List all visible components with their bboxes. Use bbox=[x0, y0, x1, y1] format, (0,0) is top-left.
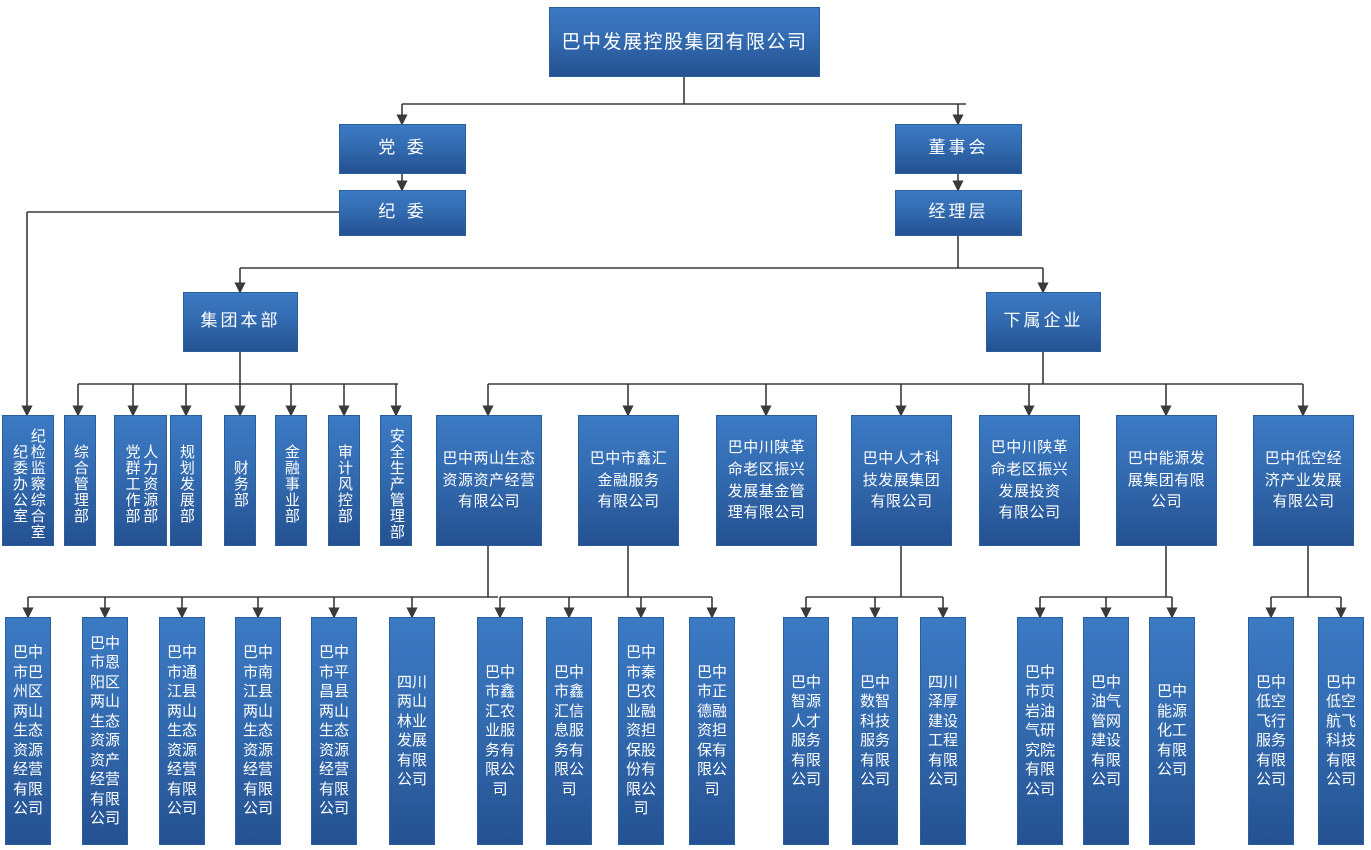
company-bazhou-liangshan-label: 巴中 市巴 州区 两山 生态 资源 经营 有限 公司 bbox=[12, 643, 43, 818]
department-audit-risk-control[interactable]: 审计风控部 bbox=[328, 415, 360, 546]
department-audit-risk-control-label: 审计风控部 bbox=[335, 443, 354, 524]
node-discipline-committee[interactable]: 纪 委 bbox=[339, 190, 466, 236]
subsidiary-liangshan-ecology-label: 巴中两山生态 资源资产经营 有限公司 bbox=[442, 448, 536, 511]
subsidiary-revolutionary-base-investment[interactable]: 巴中川陕革 命老区振兴 发展投资 有限公司 bbox=[979, 415, 1080, 546]
company-shale-oil-gas-institute-label: 巴中 市页 岩油 气研 究院 有限 公司 bbox=[1024, 662, 1055, 798]
company-bazhou-liangshan[interactable]: 巴中 市巴 州区 两山 生态 资源 经营 有限 公司 bbox=[5, 617, 51, 845]
company-low-altitude-flight-service[interactable]: 巴中 低空 飞行 服务 有限 公司 bbox=[1248, 617, 1294, 845]
company-qinba-agriculture-guarantee[interactable]: 巴中 市秦 巴农 业融 资担 保股 份有 限公 司 bbox=[618, 617, 664, 845]
company-shuzhi-technology[interactable]: 巴中 数智 科技 服务 有限 公司 bbox=[852, 617, 898, 845]
subsidiary-revolutionary-base-fund-label: 巴中川陕革 命老区振兴 发展基金管 理有限公司 bbox=[727, 438, 806, 522]
company-xinhui-information-label: 巴中 市鑫 汇信 息服 务有 限公 司 bbox=[553, 662, 584, 798]
company-oil-gas-pipeline-label: 巴中 油气 管网 建设 有限 公司 bbox=[1090, 672, 1121, 789]
company-nanjiang-liangshan[interactable]: 巴中 市南 江县 两山 生态 资源 经营 有限 公司 bbox=[235, 617, 281, 845]
company-sichuan-liangshan-forestry[interactable]: 四川 两山 林业 发展 有限 公司 bbox=[389, 617, 435, 845]
department-hr-and-party-affairs[interactable]: 人力资源部 党群工作部 bbox=[114, 415, 167, 546]
company-zehou-construction[interactable]: 四川 泽厚 建设 工程 有限 公司 bbox=[920, 617, 966, 845]
company-zhengde-guarantee[interactable]: 巴中 市正 德融 资担 保有 限公 司 bbox=[689, 617, 735, 845]
node-root-group-label: 巴中发展控股集团有限公司 bbox=[561, 30, 808, 53]
company-zhiyuan-talent-label: 巴中 智源 人才 服务 有限 公司 bbox=[790, 672, 821, 789]
company-low-altitude-flight-service-label: 巴中 低空 飞行 服务 有限 公司 bbox=[1255, 672, 1286, 789]
node-group-headquarters[interactable]: 集团本部 bbox=[183, 292, 298, 352]
company-xinhui-information[interactable]: 巴中 市鑫 汇信 息服 务有 限公 司 bbox=[546, 617, 592, 845]
department-safety-production-management[interactable]: 安全生产管理部 bbox=[380, 415, 412, 546]
subsidiary-energy-development[interactable]: 巴中能源发 展集团有限 公司 bbox=[1116, 415, 1217, 546]
subsidiary-revolutionary-base-investment-label: 巴中川陕革 命老区振兴 发展投资 有限公司 bbox=[990, 438, 1069, 522]
department-hr-and-party-affairs-label: 人力资源部 党群工作部 bbox=[123, 443, 160, 524]
company-energy-chemical-label: 巴中 能源 化工 有限 公司 bbox=[1156, 682, 1187, 779]
department-general-management-label: 综合管理部 bbox=[71, 443, 90, 524]
department-discipline-inspection-office-label: 纪检监察综合室 纪委办公室 bbox=[11, 427, 47, 540]
company-enyang-liangshan-label: 巴中 市恩 阳区 两山 生态 资源 资产 经营 有限 公司 bbox=[89, 633, 120, 828]
company-energy-chemical[interactable]: 巴中 能源 化工 有限 公司 bbox=[1149, 617, 1195, 845]
subsidiary-revolutionary-base-fund[interactable]: 巴中川陕革 命老区振兴 发展基金管 理有限公司 bbox=[716, 415, 817, 546]
node-group-headquarters-label: 集团本部 bbox=[200, 311, 281, 332]
department-finance[interactable]: 财务部 bbox=[224, 415, 256, 546]
department-finance-label: 财务部 bbox=[231, 459, 250, 508]
node-board-of-directors-label: 董事会 bbox=[928, 138, 989, 159]
node-discipline-committee-label: 纪 委 bbox=[378, 202, 427, 223]
company-zehou-construction-label: 四川 泽厚 建设 工程 有限 公司 bbox=[927, 672, 958, 789]
company-zhengde-guarantee-label: 巴中 市正 德融 资担 保有 限公 司 bbox=[696, 662, 727, 798]
company-zhiyuan-talent[interactable]: 巴中 智源 人才 服务 有限 公司 bbox=[783, 617, 829, 845]
company-enyang-liangshan[interactable]: 巴中 市恩 阳区 两山 生态 资源 资产 经营 有限 公司 bbox=[82, 617, 128, 845]
subsidiary-low-altitude-economy-label: 巴中低空经 济产业发展 有限公司 bbox=[1264, 448, 1343, 511]
department-general-management[interactable]: 综合管理部 bbox=[64, 415, 96, 546]
company-tongjiang-liangshan-label: 巴中 市通 江县 两山 生态 资源 经营 有限 公司 bbox=[166, 643, 197, 818]
company-low-altitude-aviation-technology-label: 巴中 低空 航飞 科技 有限 公司 bbox=[1325, 672, 1356, 789]
node-party-committee[interactable]: 党 委 bbox=[339, 124, 466, 174]
subsidiary-liangshan-ecology[interactable]: 巴中两山生态 资源资产经营 有限公司 bbox=[436, 415, 542, 546]
node-subsidiary-enterprises[interactable]: 下属企业 bbox=[986, 292, 1101, 352]
department-planning-development[interactable]: 规划发展部 bbox=[170, 415, 202, 546]
company-sichuan-liangshan-forestry-label: 四川 两山 林业 发展 有限 公司 bbox=[396, 672, 427, 789]
node-root-group[interactable]: 巴中发展控股集团有限公司 bbox=[549, 7, 820, 77]
subsidiary-xinhui-financial[interactable]: 巴中市鑫汇 金融服务 有限公司 bbox=[578, 415, 679, 546]
company-qinba-agriculture-guarantee-label: 巴中 市秦 巴农 业融 资担 保股 份有 限公 司 bbox=[625, 643, 656, 818]
company-xinhui-agriculture[interactable]: 巴中 市鑫 汇农 业服 务有 限公 司 bbox=[477, 617, 523, 845]
subsidiary-low-altitude-economy[interactable]: 巴中低空经 济产业发展 有限公司 bbox=[1253, 415, 1354, 546]
node-management-layer[interactable]: 经理层 bbox=[895, 190, 1022, 236]
company-xinhui-agriculture-label: 巴中 市鑫 汇农 业服 务有 限公 司 bbox=[484, 662, 515, 798]
company-pingchang-liangshan[interactable]: 巴中 市平 昌县 两山 生态 资源 经营 有限 公司 bbox=[311, 617, 357, 845]
department-financial-business-label: 金融事业部 bbox=[282, 443, 301, 524]
node-management-layer-label: 经理层 bbox=[928, 202, 989, 223]
subsidiary-talent-technology-label: 巴中人才科 技发展集团 有限公司 bbox=[862, 448, 941, 511]
department-financial-business[interactable]: 金融事业部 bbox=[275, 415, 307, 546]
company-nanjiang-liangshan-label: 巴中 市南 江县 两山 生态 资源 经营 有限 公司 bbox=[242, 643, 273, 818]
company-tongjiang-liangshan[interactable]: 巴中 市通 江县 两山 生态 资源 经营 有限 公司 bbox=[159, 617, 205, 845]
node-party-committee-label: 党 委 bbox=[378, 138, 427, 159]
department-discipline-inspection-office[interactable]: 纪检监察综合室 纪委办公室 bbox=[2, 415, 54, 546]
company-low-altitude-aviation-technology[interactable]: 巴中 低空 航飞 科技 有限 公司 bbox=[1318, 617, 1364, 845]
company-pingchang-liangshan-label: 巴中 市平 昌县 两山 生态 资源 经营 有限 公司 bbox=[318, 643, 349, 818]
node-subsidiary-enterprises-label: 下属企业 bbox=[1003, 311, 1084, 332]
company-shale-oil-gas-institute[interactable]: 巴中 市页 岩油 气研 究院 有限 公司 bbox=[1017, 617, 1063, 845]
subsidiary-xinhui-financial-label: 巴中市鑫汇 金融服务 有限公司 bbox=[589, 448, 668, 511]
company-shuzhi-technology-label: 巴中 数智 科技 服务 有限 公司 bbox=[859, 672, 890, 789]
subsidiary-talent-technology[interactable]: 巴中人才科 技发展集团 有限公司 bbox=[851, 415, 952, 546]
company-oil-gas-pipeline[interactable]: 巴中 油气 管网 建设 有限 公司 bbox=[1083, 617, 1129, 845]
node-board-of-directors[interactable]: 董事会 bbox=[895, 124, 1022, 174]
subsidiary-energy-development-label: 巴中能源发 展集团有限 公司 bbox=[1127, 448, 1206, 511]
department-planning-development-label: 规划发展部 bbox=[177, 443, 196, 524]
department-safety-production-management-label: 安全生产管理部 bbox=[387, 427, 406, 540]
